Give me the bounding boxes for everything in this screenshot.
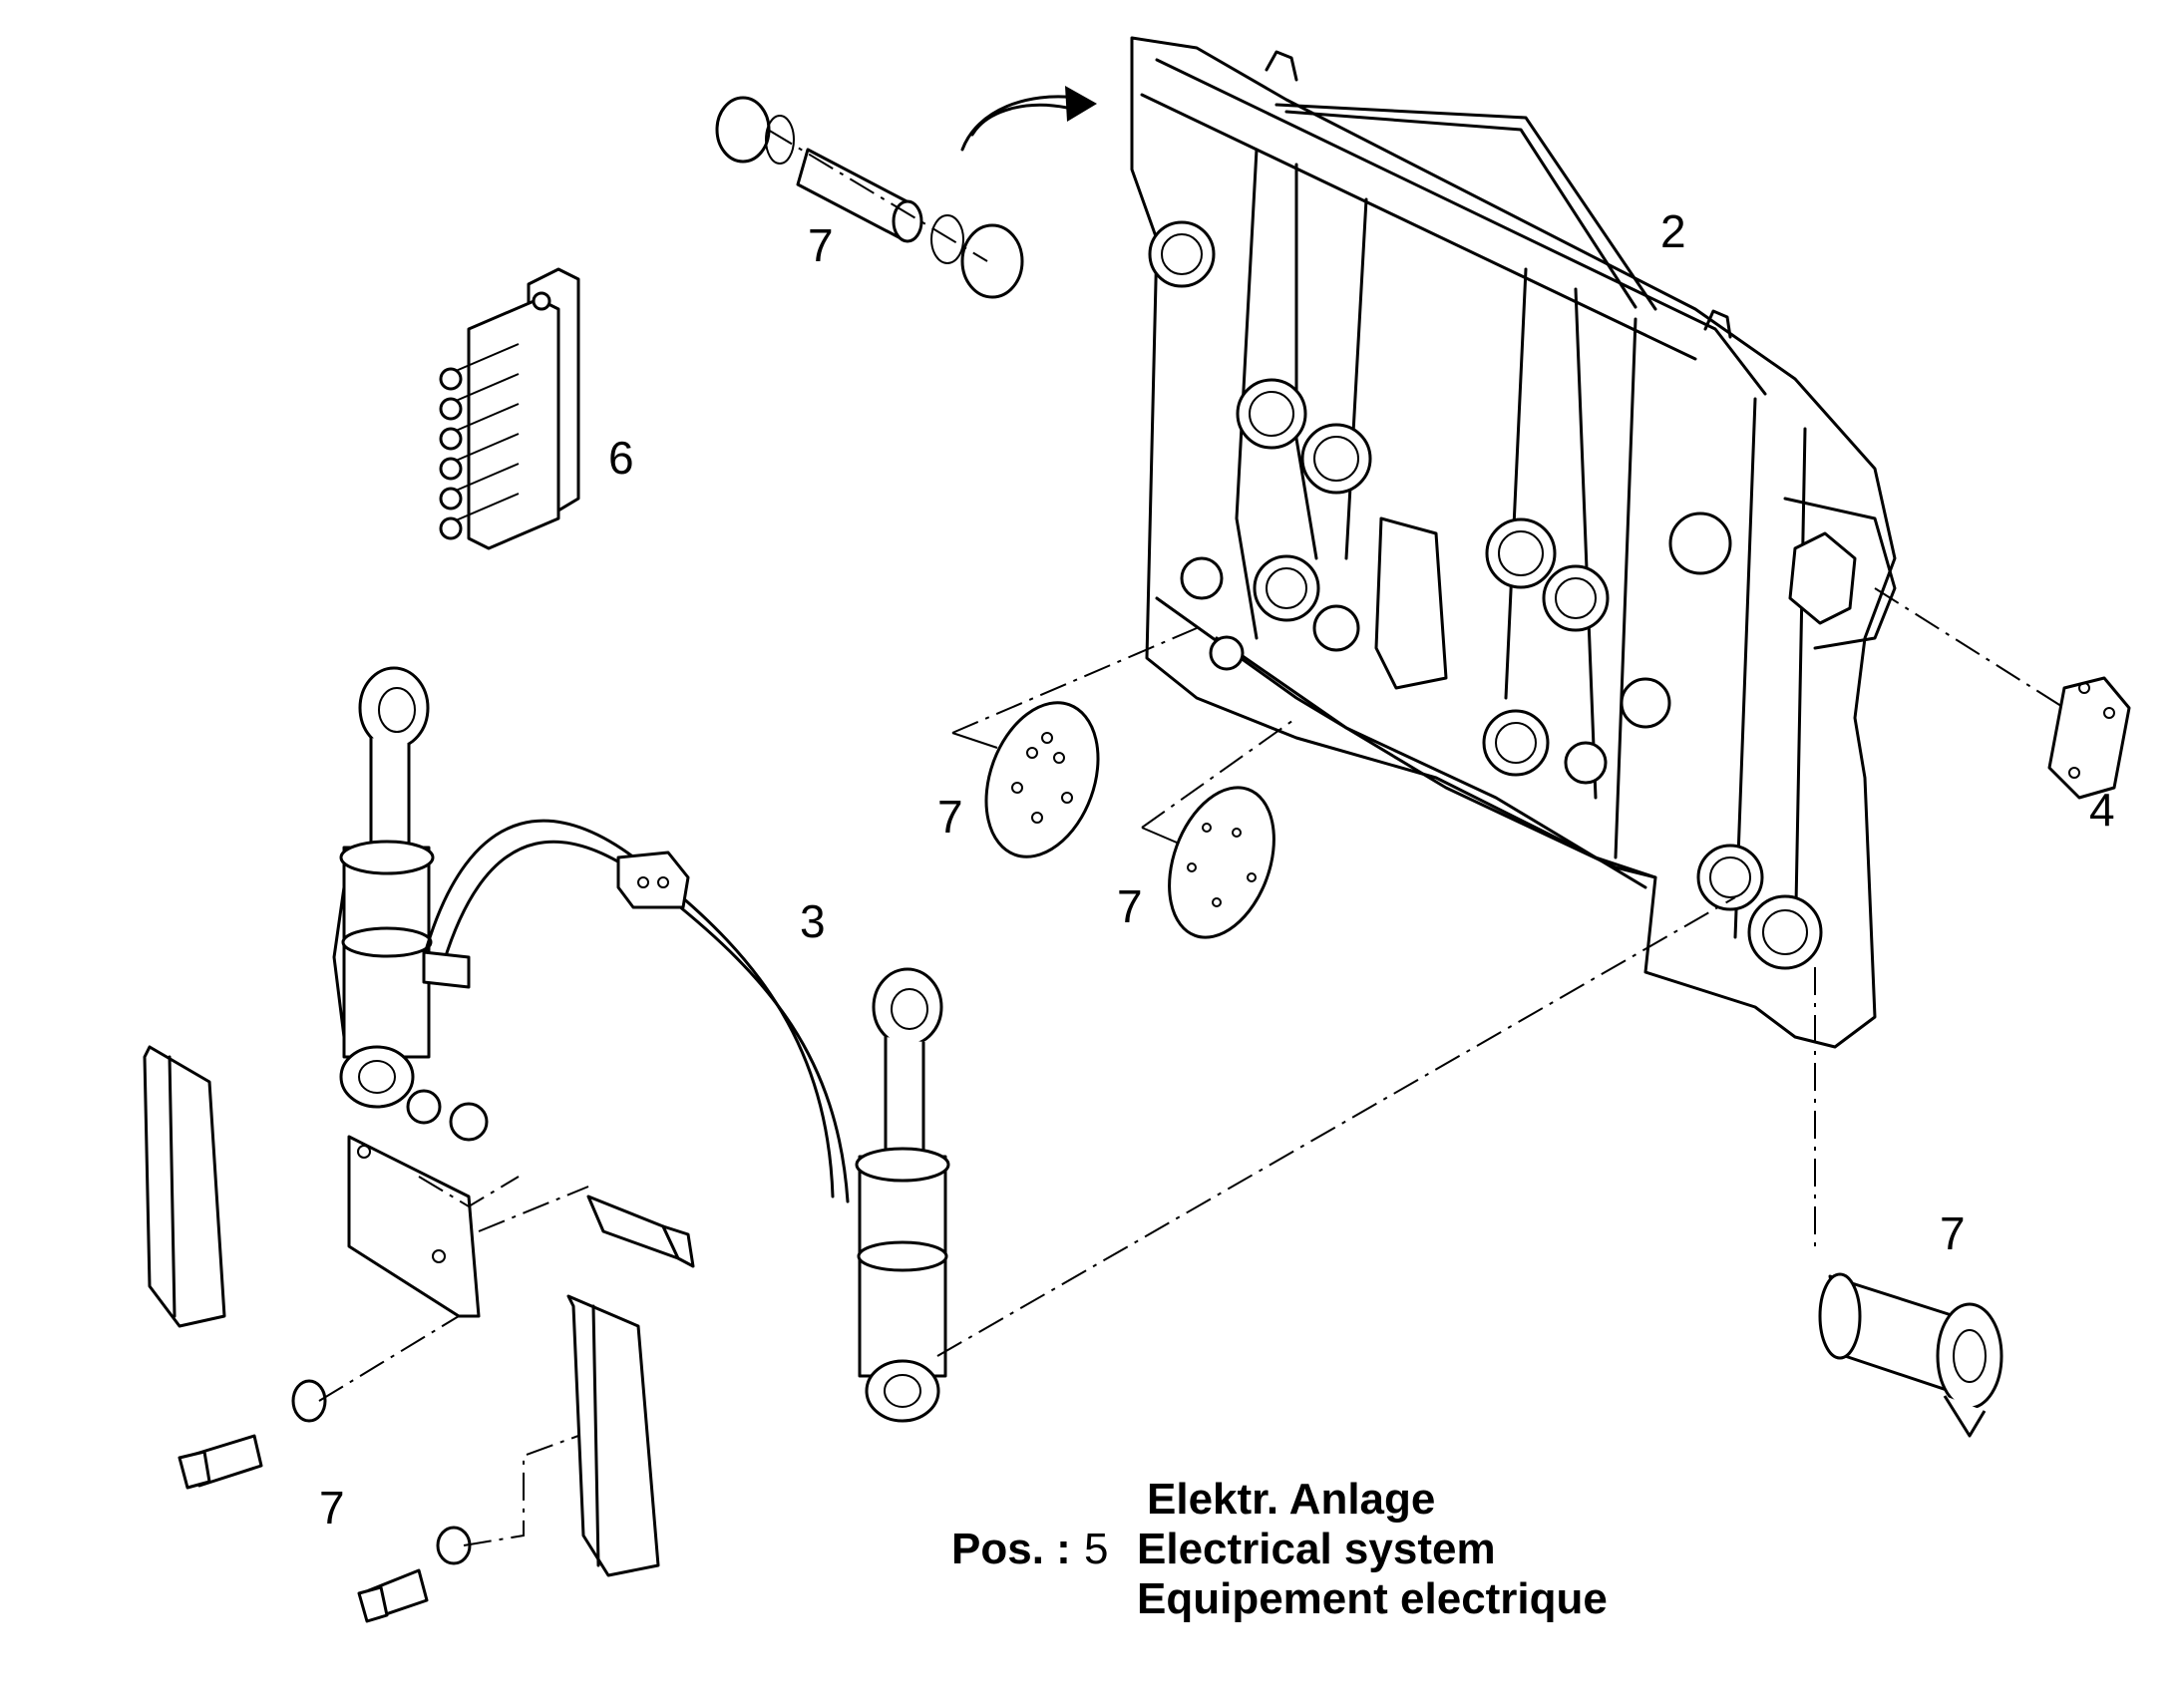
- pin-right: [1818, 1272, 2003, 1438]
- rotation-arrow: [960, 86, 1097, 152]
- nuts: [406, 1089, 489, 1142]
- frame-bosses: [1148, 220, 1823, 970]
- legend-line-en: Electrical system: [1137, 1525, 1496, 1573]
- legend-line-fr: Equipement electrique: [1137, 1574, 1608, 1623]
- shield-left: [143, 1045, 226, 1328]
- callout-frame: 2: [1660, 205, 1686, 257]
- hydraulic-hoses: [422, 819, 850, 1203]
- hydraulic-cylinder-left: [332, 666, 435, 1109]
- legend-line-de: Elektr. Anlage: [1147, 1475, 1436, 1524]
- cover-right: [2047, 676, 2131, 800]
- frame-assembly: [1130, 36, 1897, 1049]
- callout-top-pin: 7: [808, 219, 834, 271]
- callout-cover-large: 7: [937, 791, 963, 843]
- bolt-lower-left: [178, 1379, 327, 1490]
- callout-pin-right: 7: [1940, 1207, 1966, 1259]
- callout-hydraulics: 3: [800, 895, 826, 947]
- shield-bracket: [347, 1135, 481, 1318]
- legend-pos-label: Pos. :: [951, 1525, 1071, 1573]
- bolt-long: [586, 1195, 695, 1268]
- distributor-block: [439, 267, 580, 550]
- callout-shields: 7: [319, 1482, 345, 1534]
- top-pin-assembly: [715, 96, 1024, 299]
- shield-right: [566, 1294, 660, 1577]
- cover-plate-small: [1168, 786, 1275, 939]
- hydraulic-cylinder-right: [855, 967, 950, 1423]
- callout-cover-small: 7: [1117, 880, 1143, 932]
- callout-distributor: 6: [608, 432, 634, 484]
- legend-pos-number: 5: [1084, 1525, 1109, 1573]
- callout-cover-right: 4: [2089, 784, 2115, 836]
- cover-plate-large: [984, 701, 1100, 858]
- bolt-lower-right: [357, 1526, 472, 1623]
